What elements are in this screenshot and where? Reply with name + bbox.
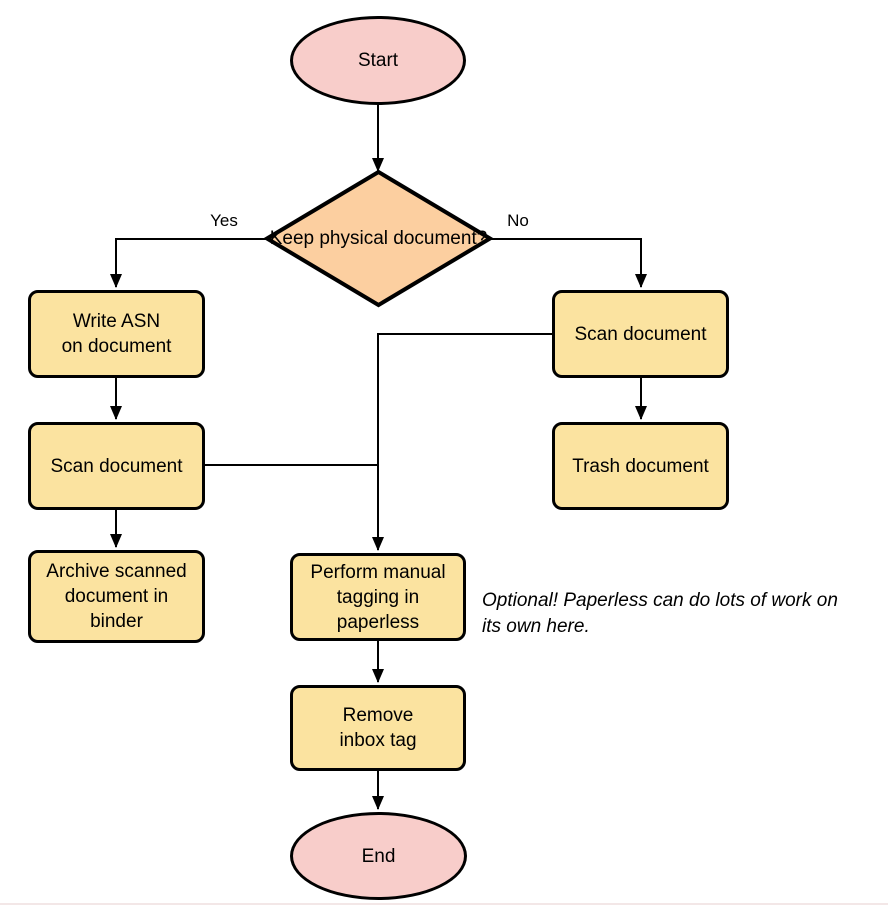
node-scan-document-left: Scan document <box>28 422 205 510</box>
node-trash-document-label: Trash document <box>572 455 709 477</box>
edge-decision-yes <box>110 238 267 288</box>
node-remove-inbox-tag: Remove inbox tag <box>290 685 466 771</box>
node-start: Start <box>290 16 466 105</box>
edge-scanright-to-tagging <box>372 333 552 551</box>
node-end-label: End <box>361 845 396 867</box>
edge-label-no: No <box>507 211 529 230</box>
optional-note: Optional! Paperless can do lots of work … <box>482 590 838 637</box>
decision-diamond-shape <box>263 169 494 308</box>
node-end: End <box>290 812 467 900</box>
node-write-asn-label: Write ASN on document <box>61 311 172 357</box>
node-manual-tagging-label: Perform manual tagging in paperless <box>310 561 446 633</box>
page-bottom-divider <box>0 903 888 905</box>
edge-label-yes: Yes <box>210 211 238 230</box>
node-start-label: Start <box>357 50 399 71</box>
node-archive-binder-label: Archive scanned document in binder <box>46 561 187 632</box>
node-scan-document-left-label: Scan document <box>50 455 183 477</box>
node-archive-binder: Archive scanned document in binder <box>28 550 205 643</box>
node-manual-tagging: Perform manual tagging in paperless <box>290 553 466 641</box>
edge-decision-no <box>490 238 647 288</box>
node-trash-document: Trash document <box>552 422 729 510</box>
node-scan-document-right-label: Scan document <box>574 323 707 345</box>
node-decision-label: Keep physical document? <box>269 228 488 249</box>
node-scan-document-right: Scan document <box>552 290 729 378</box>
node-write-asn: Write ASN on document <box>28 290 205 378</box>
node-remove-inbox-tag-label: Remove inbox tag <box>339 705 417 751</box>
